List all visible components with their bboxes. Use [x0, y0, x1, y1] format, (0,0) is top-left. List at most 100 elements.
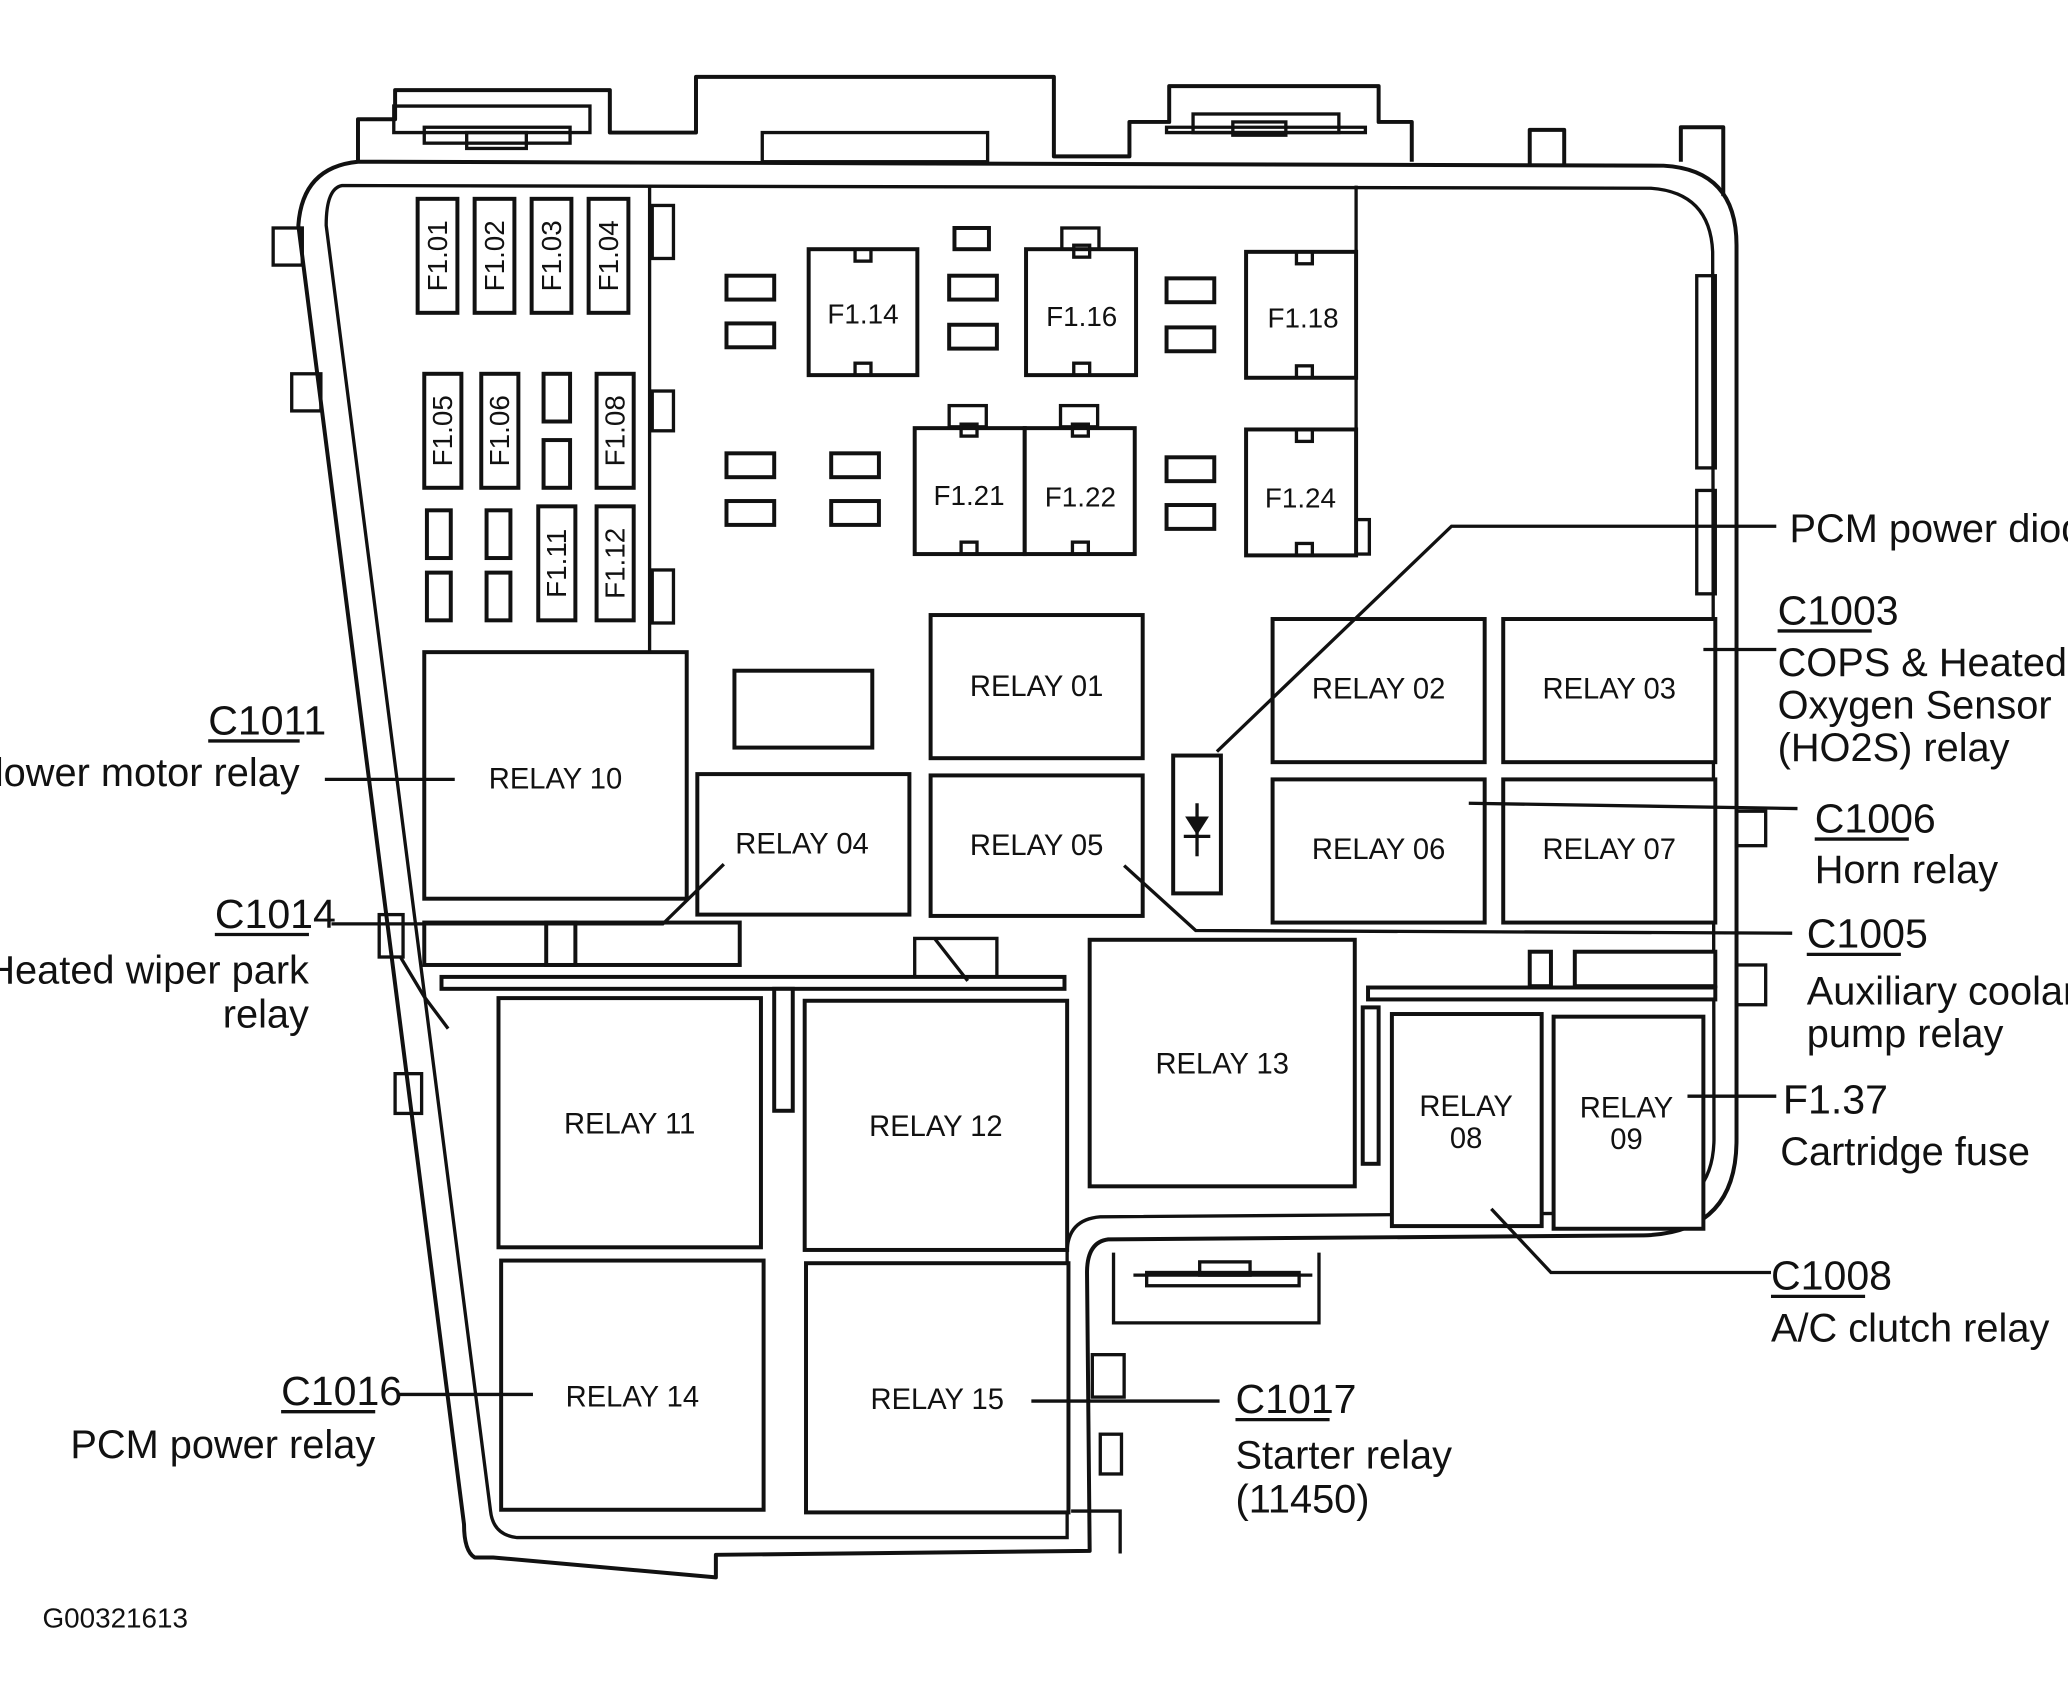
- callout-pcm-diode: PCM power diode: [1790, 507, 2068, 551]
- fuse-f108: F1.08: [594, 371, 636, 490]
- relay-10: RELAY 10: [422, 650, 689, 901]
- rail: [422, 920, 742, 967]
- callout-c1014-line1: Heated wiper park: [0, 949, 309, 993]
- rail: [772, 986, 795, 1113]
- fuse-f106: F1.06: [479, 371, 521, 490]
- callout-c1003-code: C1003: [1778, 587, 1899, 633]
- fuse-label: F1.01: [422, 220, 453, 291]
- callout-c1011-line1: Blower motor relay: [0, 751, 300, 795]
- callout-c1016-code: C1016: [281, 1368, 402, 1414]
- relay-14: RELAY 14: [499, 1258, 766, 1512]
- relay-label: 08: [1450, 1123, 1482, 1155]
- callout-c1008-code: C1008: [1771, 1253, 1892, 1299]
- rail: [439, 974, 1067, 991]
- callout-c1014-code: C1014: [215, 891, 336, 937]
- fuse-label: F1.22: [1045, 481, 1116, 512]
- relay-label: RELAY 01: [970, 671, 1103, 703]
- relay-blank: [732, 668, 875, 750]
- pcm-power-diode: [1171, 753, 1223, 896]
- relay-02: RELAY 02: [1270, 617, 1487, 765]
- relay-15: RELAY 15: [804, 1261, 1071, 1515]
- mini-fuse-panel: F1.01 F1.02 F1.03 F1.04 F1.05 F1.06 F1.0…: [415, 185, 1358, 653]
- fuse-f112: F1.12: [594, 504, 636, 623]
- callout-c1005-line2: pump relay: [1807, 1012, 2004, 1056]
- fuse-f114: F1.14: [806, 247, 920, 378]
- callout-c1017-line2: (11450): [1235, 1477, 1369, 1521]
- fuse-label: F1.06: [484, 395, 515, 466]
- fuse-slot: [424, 570, 453, 623]
- housing-outline: [271, 74, 1768, 1580]
- figure-id: G00321613: [43, 1603, 188, 1634]
- callout-c1003-line3: (HO2S) relay: [1778, 726, 2010, 770]
- relay-01: RELAY 01: [928, 613, 1145, 761]
- callouts: PCM power diode C1003 COPS & Heated Oxyg…: [0, 507, 2068, 1634]
- relay-04: RELAY 04: [695, 772, 912, 917]
- fuse-f121: F1.21: [912, 403, 1027, 557]
- relay-05: RELAY 05: [928, 773, 1145, 918]
- fuse-label: F1.05: [427, 395, 458, 466]
- relay-label: RELAY 14: [566, 1381, 699, 1413]
- fuse-label: F1.16: [1046, 301, 1117, 332]
- fuse-label: F1.02: [479, 220, 510, 291]
- relay-label: RELAY 12: [869, 1111, 1002, 1143]
- rail-bracket: [913, 936, 999, 982]
- fuse-f104: F1.04: [586, 196, 631, 315]
- callout-f137-line1: Cartridge fuse: [1780, 1130, 2030, 1174]
- callout-c1008-line1: A/C clutch relay: [1771, 1306, 2049, 1350]
- fuse-label: F1.18: [1267, 302, 1338, 333]
- callout-c1011-code: C1011: [208, 697, 326, 743]
- relay-label: RELAY: [1580, 1092, 1673, 1124]
- relay-label: RELAY 02: [1312, 674, 1445, 706]
- fuse-f118: F1.18: [1244, 249, 1359, 380]
- relay-label: 09: [1610, 1124, 1642, 1156]
- fuse-label: F1.04: [593, 220, 624, 291]
- rail: [1572, 949, 1718, 989]
- callout-f137-code: F1.37: [1783, 1076, 1888, 1122]
- fuse-label: F1.14: [827, 298, 898, 329]
- rail: [1527, 949, 1553, 989]
- fuse-slot: [424, 508, 453, 561]
- rail: [544, 920, 578, 967]
- fuse-f122: F1.22: [1022, 403, 1137, 557]
- relay-label: RELAY 07: [1543, 834, 1676, 866]
- relay-label: RELAY 06: [1312, 834, 1445, 866]
- maxi-fuse-area: F1.14 F1.16 F1.18 F1.21 F1.22 F1.24: [724, 225, 1372, 558]
- fuse-f101: F1.01: [415, 196, 460, 315]
- fuse-label: F1.08: [599, 395, 630, 466]
- relay-area: RELAY 01 RELAY 02 RELAY 03 RELAY 04 RELA…: [422, 613, 1718, 1515]
- callout-c1006-code: C1006: [1815, 795, 1936, 841]
- fuse-f105: F1.05: [422, 371, 464, 490]
- relay-11: RELAY 11: [496, 996, 763, 1250]
- relay-label: RELAY 10: [489, 764, 622, 796]
- fuse-slot: [484, 508, 513, 561]
- relay-label: RELAY 03: [1543, 674, 1676, 706]
- callout-c1003-line2: Oxygen Sensor: [1778, 683, 2052, 727]
- fuse-label: F1.03: [536, 220, 567, 291]
- relay-label: RELAY 15: [871, 1384, 1004, 1416]
- fuse-slot: [541, 371, 573, 424]
- callout-c1017-line1: Starter relay: [1235, 1434, 1452, 1478]
- fuse-label: F1.24: [1265, 483, 1336, 514]
- callout-c1003-line1: COPS & Heated: [1778, 641, 2067, 685]
- relay-label: RELAY 11: [564, 1108, 695, 1140]
- relay-label: RELAY: [1419, 1091, 1512, 1123]
- fuse-label: F1.12: [599, 528, 630, 599]
- relay-03: RELAY 03: [1501, 617, 1718, 765]
- fuse-slot: [484, 570, 513, 623]
- fuse-label: F1.11: [541, 529, 572, 598]
- callout-c1017-code: C1017: [1235, 1376, 1356, 1422]
- fuse-f111: F1.11: [536, 504, 578, 623]
- rail: [1366, 985, 1718, 1002]
- relay-07: RELAY 07: [1501, 777, 1718, 925]
- relay-label: RELAY 05: [970, 830, 1103, 862]
- callout-c1016-line1: PCM power relay: [70, 1423, 375, 1467]
- relay-label: RELAY 13: [1155, 1049, 1288, 1081]
- leader-lines: [324, 524, 1798, 1403]
- fuse-f116: F1.16: [1024, 226, 1139, 378]
- callout-c1005-line1: Auxiliary coolant: [1807, 970, 2068, 1014]
- relay-06: RELAY 06: [1270, 777, 1487, 925]
- relay-label: RELAY 04: [735, 829, 868, 861]
